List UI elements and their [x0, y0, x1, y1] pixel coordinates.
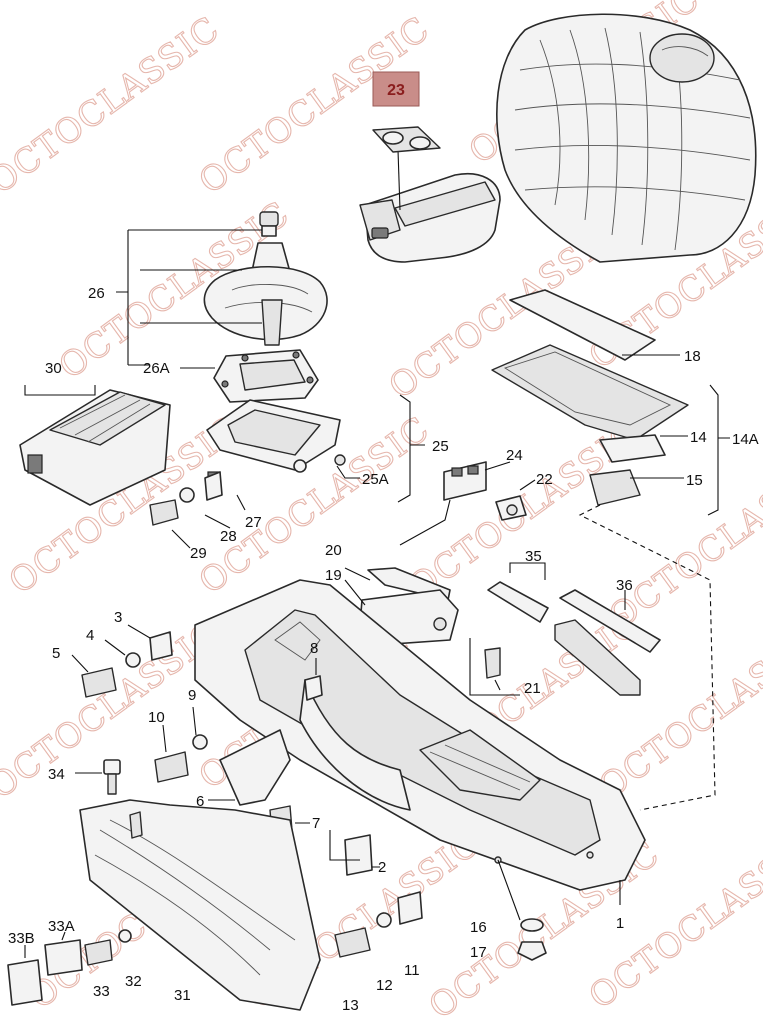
- callout-18: 18: [684, 348, 701, 365]
- callout-5: 5: [52, 645, 60, 662]
- callout-7: 7: [312, 815, 320, 832]
- callout-13: 13: [342, 997, 359, 1014]
- callout-33a: 33A: [48, 918, 75, 935]
- left-fasteners: [71, 624, 323, 783]
- callout-3: 3: [114, 609, 122, 626]
- callout-34: 34: [48, 766, 65, 783]
- callout-23-label: 23: [387, 82, 405, 99]
- callout-23-highlight[interactable]: 23: [372, 71, 420, 107]
- callout-28: 28: [220, 528, 237, 545]
- callout-36: 36: [616, 577, 633, 594]
- callout-9: 9: [188, 687, 196, 704]
- highlight-box: [372, 71, 420, 107]
- callout-19: 19: [325, 567, 342, 584]
- front-trim-panel-31: [79, 799, 321, 1011]
- armrest-box-19-20-21: [344, 567, 520, 696]
- callout-6: 6: [196, 793, 204, 810]
- rear-seat-backrest: [496, 13, 757, 263]
- callout-15: 15: [686, 472, 703, 489]
- callout-33b: 33B: [8, 930, 35, 947]
- callout-14a: 14A: [732, 431, 759, 448]
- callout-25: 25: [432, 438, 449, 455]
- shift-frame-assembly: [206, 394, 425, 511]
- fastener-27-28-29: [149, 471, 231, 549]
- part-30-tray: [19, 385, 171, 506]
- callout-10: 10: [148, 709, 165, 726]
- rear-armrest: [359, 126, 501, 263]
- callout-26: 26: [88, 285, 105, 302]
- lower-fasteners: [329, 830, 547, 961]
- bolt-34: [75, 759, 121, 795]
- callout-35: 35: [525, 548, 542, 565]
- callout-11: 11: [404, 962, 420, 979]
- callout-24: 24: [506, 447, 523, 464]
- trim-pieces-35-36: [487, 562, 661, 696]
- center-console-body: [194, 579, 646, 905]
- callout-12: 12: [376, 977, 393, 994]
- callout-20: 20: [325, 542, 342, 559]
- callout-8: 8: [310, 640, 318, 657]
- shift-boot-assembly: [116, 211, 328, 403]
- callout-labels: 1 2 3 4 5 6 7 8 9 10 11 12 13 14 14A 15 …: [8, 285, 759, 1014]
- callout-25a: 25A: [362, 471, 389, 488]
- callout-29: 29: [190, 545, 207, 562]
- storage-tray-assembly: [491, 289, 730, 811]
- callout-32: 32: [125, 973, 142, 990]
- callout-31: 31: [174, 987, 191, 1004]
- callout-21: 21: [524, 680, 541, 697]
- callout-14: 14: [690, 429, 707, 446]
- callout-26a: 26A: [143, 360, 170, 377]
- callout-4: 4: [86, 627, 94, 644]
- callout-33: 33: [93, 983, 110, 1000]
- clips-22-24: [399, 461, 536, 546]
- callout-2: 2: [378, 859, 386, 876]
- small-parts-32-33: [7, 929, 132, 1006]
- callout-17: 17: [470, 944, 487, 961]
- callout-16: 16: [470, 919, 487, 936]
- watermark: OCTOCLASSIC: [0, 9, 227, 202]
- callout-22: 22: [536, 471, 553, 488]
- callout-30: 30: [45, 360, 62, 377]
- callout-27: 27: [245, 514, 262, 531]
- callout-1: 1: [616, 915, 624, 932]
